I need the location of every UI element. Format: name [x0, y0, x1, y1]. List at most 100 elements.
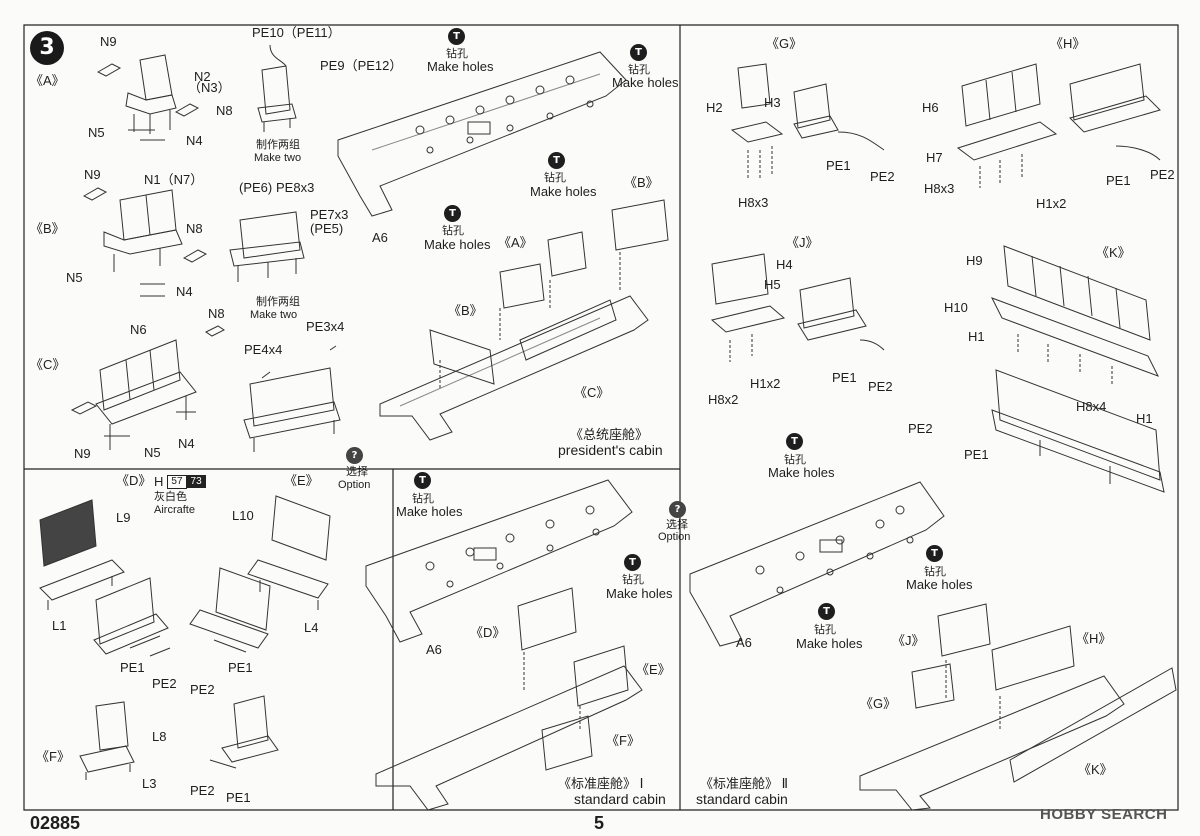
group-a-tag: 《A》: [30, 73, 65, 88]
seat-c-drawing: [70, 325, 225, 450]
group-h-tag: 《H》: [1050, 36, 1086, 51]
label-h5: H5: [764, 277, 781, 292]
holes-cn-2: 钻孔: [628, 64, 650, 76]
pres-tag-c: 《C》: [574, 385, 610, 400]
std2-holes-cn-1: 钻孔: [784, 454, 806, 466]
color-code-box: H 57 73: [154, 474, 206, 489]
label-l8: L8: [152, 729, 167, 744]
label-c-n6: N6: [130, 322, 147, 337]
standard-cabin-2-floor: [689, 481, 945, 647]
label-j-pe1: PE1: [832, 370, 857, 385]
label-h4: H4: [776, 257, 793, 272]
seat-g-drawing: [730, 63, 885, 180]
holes-en-1: Make holes: [427, 59, 494, 74]
group-e-tag: 《E》: [284, 473, 319, 488]
note-b-make-two-en: Make two: [250, 309, 298, 321]
tool-icon: T: [926, 545, 943, 562]
option-en-1: Option: [338, 479, 371, 491]
president-floor-plate: [337, 51, 627, 217]
label-b-n4: N4: [176, 284, 193, 299]
holes-cn-3: 钻孔: [544, 172, 566, 184]
label-pe7: PE7x3: [310, 207, 349, 222]
label-pe10: PE10（PE11）: [252, 25, 341, 40]
std1-holes-cn-2: 钻孔: [622, 574, 644, 586]
label-d-pe2: PE2: [152, 676, 177, 691]
president-cabin-cn: 《总统座舱》: [570, 427, 649, 442]
std1-cabin-en: standard cabin: [574, 791, 666, 807]
std2-tag-g: 《G》: [860, 696, 897, 711]
product-code: 02885: [30, 813, 81, 833]
holes-cn-1: 钻孔: [446, 48, 468, 60]
seat-k-drawing: [990, 245, 1165, 493]
std2-holes-cn-2: 钻孔: [924, 566, 946, 578]
note-make-two-cn: 制作两组: [256, 139, 300, 151]
step-number-badge: 3: [30, 31, 64, 65]
holes-en-3: Make holes: [530, 184, 597, 199]
standard-cabin-1-assembly: [375, 587, 643, 811]
label-n8: N8: [216, 103, 233, 118]
label-g-h8: H8x3: [738, 195, 769, 210]
label-f-pe1: PE1: [226, 790, 251, 805]
std1-holes-en-1: Make holes: [396, 504, 463, 519]
holes-cn-4: 钻孔: [442, 225, 464, 237]
label-l4: L4: [304, 620, 319, 635]
label-b-n5: N5: [66, 270, 83, 285]
std2-holes-en-3: Make holes: [796, 636, 863, 651]
color-code-73: 73: [186, 475, 206, 488]
std1-holes-cn-1: 钻孔: [412, 493, 434, 505]
option-en-2: Option: [658, 531, 691, 543]
label-n9: N9: [100, 34, 117, 49]
holes-en-4: Make holes: [424, 237, 491, 252]
label-h2: H2: [706, 100, 723, 115]
question-icon: ?: [346, 447, 363, 464]
label-h-pe2: PE2: [1150, 167, 1175, 182]
label-h6: H6: [922, 100, 939, 115]
holes-en-2: Make holes: [612, 75, 679, 90]
label-l9: L9: [116, 510, 131, 525]
seat-b-pe-drawing: [229, 211, 305, 282]
seat-e-drawing: [189, 495, 331, 653]
tool-icon: T: [444, 205, 461, 222]
option-cn-1: 选择: [346, 466, 368, 478]
label-l3: L3: [142, 776, 157, 791]
color-code-h: H: [154, 474, 164, 489]
label-k-pe1: PE1: [964, 447, 989, 462]
president-cabin-en: president's cabin: [558, 442, 663, 458]
page-number: 5: [594, 813, 605, 833]
label-h3: H3: [764, 95, 781, 110]
label-h-h8: H8x3: [924, 181, 955, 196]
label-h-pe1: PE1: [1106, 173, 1131, 188]
label-g-pe1: PE1: [826, 158, 851, 173]
std1-tag-f: 《F》: [606, 733, 640, 748]
seat-d-drawing: [39, 499, 171, 657]
label-n2: N2: [194, 69, 211, 84]
watermark-logo: HOBBY SEARCH: [1040, 806, 1168, 823]
std2-cabin-en: standard cabin: [696, 791, 788, 807]
label-b-n1: N1（N7）: [144, 172, 204, 187]
tool-icon: T: [448, 28, 465, 45]
group-b-tag: 《B》: [30, 221, 65, 236]
std2-label-a6: A6: [736, 635, 752, 650]
label-pe4: PE4x4: [244, 342, 283, 357]
label-l1: L1: [52, 618, 67, 633]
std1-label-a6: A6: [426, 642, 442, 657]
label-n4: N4: [186, 133, 203, 148]
group-g-tag: 《G》: [766, 36, 803, 51]
group-f-tag: 《F》: [36, 749, 70, 764]
std1-holes-en-2: Make holes: [606, 586, 673, 601]
std2-tag-j: 《J》: [892, 633, 925, 648]
pres-tag-b2: 《B》: [624, 175, 659, 190]
label-h9: H9: [966, 253, 983, 268]
label-b-n9: N9: [84, 167, 101, 182]
label-n5: N5: [88, 125, 105, 140]
seat-a-pe-drawing: [257, 44, 297, 132]
seat-h-drawing: [956, 63, 1161, 188]
std2-holes-cn-3: 钻孔: [814, 624, 836, 636]
seat-b-drawing: [82, 187, 208, 297]
pres-tag-b: 《B》: [448, 303, 483, 318]
label-e-pe1: PE1: [228, 660, 253, 675]
tool-icon: T: [786, 433, 803, 450]
standard-cabin-1-floor: [365, 479, 633, 643]
seat-j-drawing: [710, 253, 885, 362]
